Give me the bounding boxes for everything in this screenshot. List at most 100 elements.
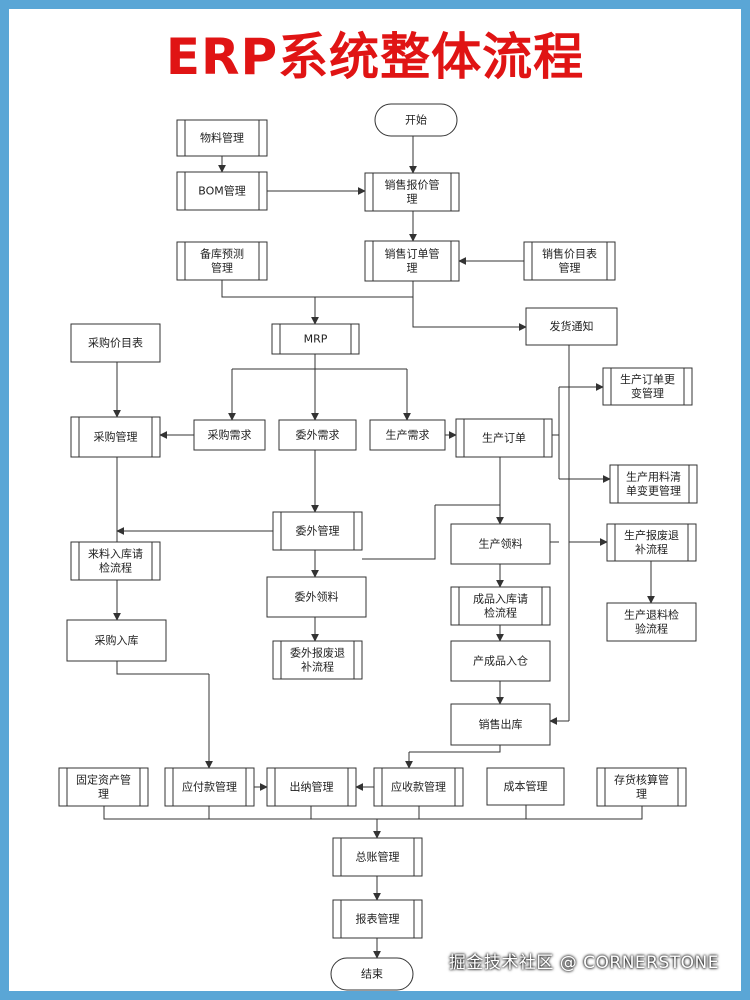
node-label: 成品入库请	[473, 593, 528, 606]
process-box	[332, 837, 423, 877]
node-label: 生产订单更	[620, 372, 675, 386]
node-purch-mgmt: 采购管理	[70, 416, 161, 458]
process-box	[450, 586, 551, 626]
process-box	[278, 419, 357, 451]
node-label: 补流程	[301, 660, 334, 674]
node-label: 变管理	[631, 386, 664, 400]
node-mrp: MRP	[271, 323, 360, 355]
node-label: 委外需求	[296, 429, 340, 442]
node-payable: 应付款管理	[164, 767, 255, 807]
node-label: 验流程	[635, 622, 668, 636]
node-label: 总账管理	[356, 850, 400, 864]
process-box	[486, 767, 565, 806]
process-box	[58, 767, 149, 807]
process-box	[364, 240, 460, 282]
node-label: 管理	[211, 261, 233, 275]
node-label: 管理	[559, 261, 581, 275]
node-purch-inbound: 采购入库	[66, 619, 167, 662]
process-box	[271, 323, 360, 355]
process-box	[602, 367, 693, 406]
watermark: 掘金技术社区 @ CORNERSTONE	[448, 953, 719, 973]
process-box	[523, 241, 616, 281]
process-box	[70, 323, 161, 363]
process-box	[609, 464, 698, 504]
node-label: MRP	[304, 333, 328, 346]
node-label: 应付款管理	[182, 780, 237, 794]
process-box	[176, 241, 268, 281]
process-box	[164, 767, 255, 807]
node-fg-storage: 产成品入仓	[450, 640, 551, 682]
node-label: 采购需求	[208, 428, 252, 442]
node-material: 物料管理	[176, 119, 268, 157]
node-label: 检流程	[99, 561, 132, 575]
node-sales-outbound: 销售出库	[450, 703, 551, 746]
process-box	[176, 171, 268, 211]
node-receivable: 应收款管理	[373, 767, 464, 807]
node-label: 固定资产管	[76, 773, 131, 787]
node-report: 报表管理	[332, 899, 423, 939]
node-label: 理	[407, 262, 418, 275]
node-label: 存货核算管	[614, 773, 669, 787]
page-title: ERP系统整体流程	[165, 28, 585, 86]
flow-edges	[103, 136, 655, 959]
node-outsrc-mgmt: 委外管理	[272, 511, 363, 551]
node-label: 出纳管理	[290, 780, 334, 794]
process-box	[193, 419, 266, 451]
process-box	[266, 576, 367, 618]
node-label: 备库预测	[200, 247, 244, 261]
node-bom: BOM管理	[176, 171, 268, 211]
node-label: 检流程	[484, 606, 517, 620]
node-end: 结束	[330, 957, 414, 991]
node-label: 报表管理	[356, 912, 400, 926]
flow-connector	[311, 281, 414, 325]
flow-nodes: 开始物料管理BOM管理销售报价管理备库预测管理销售订单管理销售价目表管理MRP发…	[58, 103, 698, 991]
node-cost: 成本管理	[486, 767, 565, 806]
process-box	[525, 307, 618, 346]
process-box	[450, 523, 551, 565]
flow-connector	[412, 297, 527, 331]
process-box	[364, 172, 460, 212]
node-label: 来料入库请	[88, 547, 143, 561]
node-label: 补流程	[635, 542, 668, 556]
process-box	[66, 619, 167, 662]
flow-connector	[103, 806, 643, 820]
node-label: 采购入库	[95, 633, 139, 647]
process-box	[373, 767, 464, 807]
node-prod-demand: 生产需求	[369, 419, 446, 451]
flow-connector	[362, 505, 436, 560]
node-label: 销售订单管	[385, 247, 440, 261]
node-label: 委外管理	[296, 524, 340, 538]
process-box	[606, 602, 697, 642]
flow-connector	[221, 280, 315, 298]
terminal-shape	[330, 957, 414, 991]
terminal-shape	[374, 103, 458, 137]
node-prod-picking: 生产领料	[450, 523, 551, 565]
node-purch-price: 采购价目表	[70, 323, 161, 363]
flow-connector	[409, 745, 501, 753]
node-outsrc-demand: 委外需求	[278, 419, 357, 451]
node-purch-demand: 采购需求	[193, 419, 266, 451]
node-label: 采购价目表	[88, 336, 143, 350]
node-label: 采购管理	[94, 430, 138, 444]
node-label: 理	[407, 193, 418, 206]
node-label: 委外领料	[295, 590, 339, 604]
node-label: 发货通知	[550, 319, 594, 333]
process-box	[369, 419, 446, 451]
node-ship-notice: 发货通知	[525, 307, 618, 346]
node-label: 开始	[405, 113, 427, 127]
node-label: 生产需求	[386, 428, 430, 442]
node-label: 生产退料检	[624, 608, 679, 622]
node-ledger: 总账管理	[332, 837, 423, 877]
process-box	[266, 767, 357, 807]
